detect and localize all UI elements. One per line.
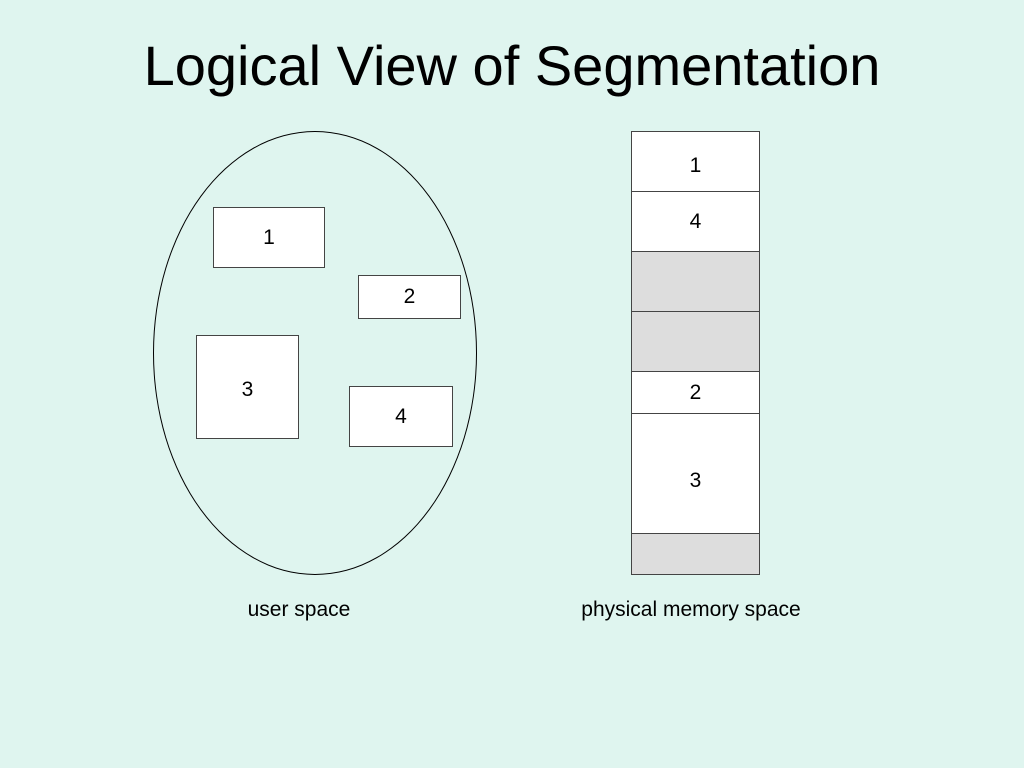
memory-block-free	[632, 533, 759, 574]
physical-memory-caption: physical memory space	[581, 598, 801, 621]
user-space-caption: user space	[247, 598, 351, 621]
memory-block-label: 2	[689, 380, 702, 404]
user-space-ellipse	[153, 131, 477, 575]
segment-label: 1	[263, 225, 275, 249]
user-segment-1: 1	[213, 207, 325, 268]
memory-block-segment-4: 4	[632, 191, 759, 251]
memory-block-free	[632, 251, 759, 311]
memory-block-label: 1	[689, 154, 702, 177]
user-segment-3: 3	[196, 335, 299, 439]
page-title: Logical View of Segmentation	[143, 34, 881, 97]
segment-label: 3	[241, 378, 254, 401]
memory-block-segment-2: 2	[632, 371, 759, 413]
memory-block-label: 4	[689, 210, 702, 233]
segment-label: 2	[403, 285, 416, 308]
memory-block-label: 3	[689, 469, 702, 492]
memory-block-segment-1: 1	[632, 132, 759, 191]
memory-block-free	[632, 311, 759, 371]
user-segment-2: 2	[358, 275, 461, 319]
user-segment-4: 4	[349, 386, 453, 447]
physical-memory-column: 1 4 2 3	[631, 131, 760, 575]
memory-block-segment-3: 3	[632, 413, 759, 533]
segment-label: 4	[395, 404, 407, 428]
